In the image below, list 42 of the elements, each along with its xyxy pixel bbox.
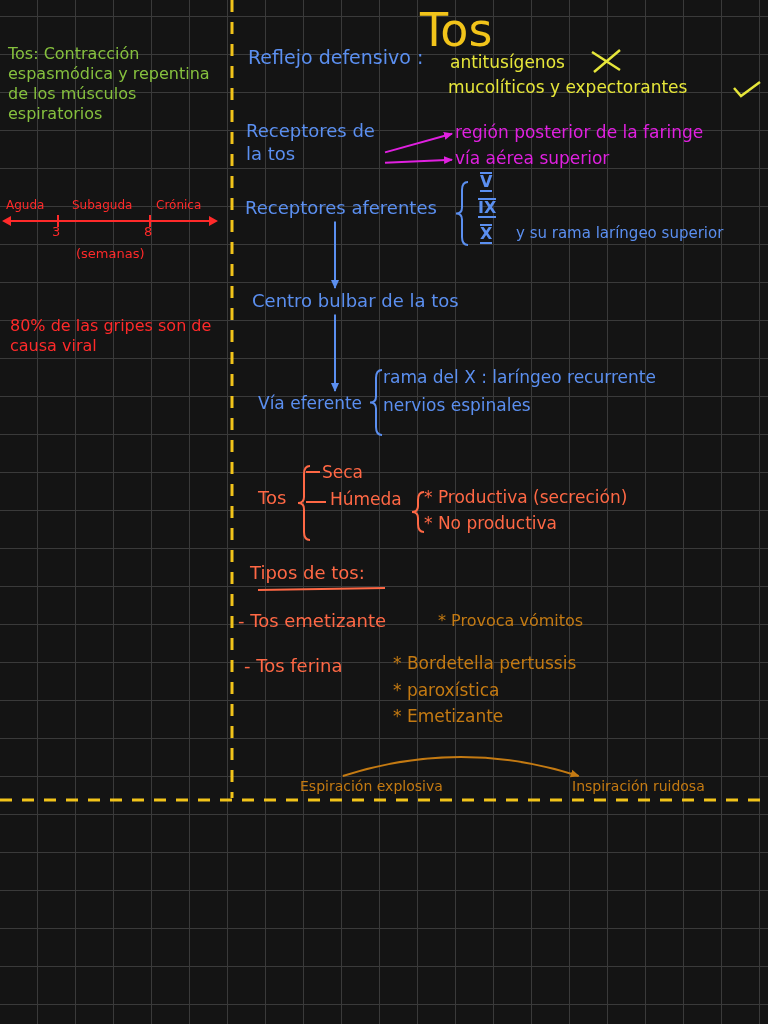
definition-text: Tos: Contracción espasmódica y repentina de los músculos espiratorios [8,44,211,124]
concept-text: vía aérea superior [455,148,610,170]
nerve-text: y su rama laríngeo superior [516,224,724,243]
note-text: 80% de las gripes son de causa viral [10,316,213,356]
roman-numeral: IX [478,198,497,218]
category-text: Seca [322,462,363,484]
timeline-label: Crónica [156,198,202,213]
concept-text: Espiración explosiva [300,778,443,796]
nerve-text: rama del X : laríngeo recurrente [383,367,656,389]
subtype-text: * Productiva (secreción) [424,487,628,509]
tick-label: 8 [144,224,153,241]
timeline-label: Aguda [6,198,45,213]
concept-text: Receptores de la tos [246,120,381,165]
subtype-text: * No productiva [424,513,557,535]
drug-class-text: mucolíticos y expectorantes [448,77,688,99]
arrow [341,756,580,778]
feature-text: * Emetizante [393,706,504,728]
feature-text: * paroxística [393,680,500,702]
arrow [331,313,339,392]
feature-text: * Bordetella pertussis [393,653,577,675]
roman-numeral: V [480,172,493,192]
category-text: Húmeda [330,489,402,511]
section-heading: Tipos de tos: [250,562,365,585]
concept-text: región posterior de la faringe [455,122,704,144]
unit-label: (semanas) [76,246,145,263]
timeline-label: Subaguda [72,198,133,213]
concept-text: Receptores aferentes [245,197,437,220]
nerve-text: nervios espinales [383,395,531,417]
concept-text: Reflejo defensivo : [248,46,424,70]
concept-text: Centro bulbar de la tos [252,290,459,313]
arrow [331,220,339,289]
feature-text: * Provoca vómitos [438,611,584,631]
drug-class-text: antitusígenos [450,52,565,74]
category-text: Tos [258,487,287,510]
arrow [384,156,453,165]
cough-type-text: - Tos ferina [244,655,343,678]
cough-type-text: - Tos emetizante [238,610,387,633]
concept-text: Vía eferente [258,393,363,415]
roman-numeral: X [480,224,493,244]
arrow [384,132,453,154]
tick-label: 3 [52,224,61,241]
concept-text: Inspiración ruidosa [572,778,705,796]
